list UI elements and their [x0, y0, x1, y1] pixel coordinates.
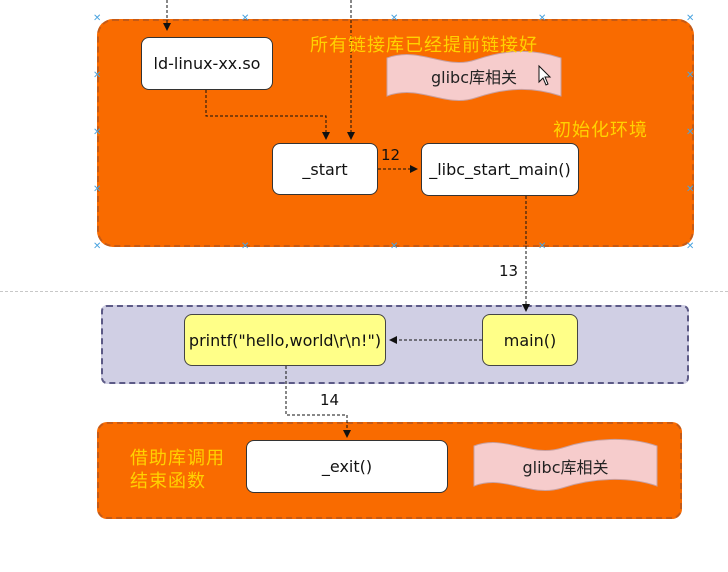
edge-label-12: 12: [381, 146, 401, 164]
edge-ld-to-start: [205, 90, 330, 140]
selection-handle[interactable]: ✕: [241, 13, 250, 24]
selection-handle[interactable]: ✕: [241, 241, 250, 252]
mouse-cursor-icon: [538, 64, 552, 86]
selection-handle[interactable]: ✕: [538, 13, 547, 24]
glibc-top-label: glibc库相关: [430, 68, 517, 87]
selection-handle[interactable]: ✕: [93, 70, 102, 81]
note-exit-line2: 结束函数: [130, 471, 206, 492]
glibc-bottom-label: glibc库相关: [522, 458, 609, 477]
selection-handle[interactable]: ✕: [93, 241, 102, 252]
edge-printf-to-exit: [285, 366, 351, 438]
selection-handle[interactable]: ✕: [390, 13, 399, 24]
edge-label-14: 14: [320, 391, 340, 409]
node-printf[interactable]: printf("hello,world\r\n!"): [184, 314, 386, 366]
node-ld-linux[interactable]: ld-linux-xx.so: [141, 37, 273, 90]
note-exit: 借助库调用 结束函数: [130, 447, 225, 493]
selection-handle[interactable]: ✕: [390, 241, 399, 252]
selection-handle[interactable]: ✕: [686, 241, 695, 252]
selection-handle[interactable]: ✕: [93, 184, 102, 195]
selection-handle[interactable]: ✕: [93, 13, 102, 24]
selection-handle[interactable]: ✕: [686, 184, 695, 195]
glibc-top-shape: [386, 51, 562, 102]
selection-handle[interactable]: ✕: [686, 70, 695, 81]
selection-handle[interactable]: ✕: [93, 127, 102, 138]
note-preload: 所有链接库已经提前链接好: [310, 35, 538, 56]
note-init-env: 初始化环境: [553, 120, 648, 141]
page-divider: [0, 291, 728, 292]
selection-handle[interactable]: ✕: [686, 13, 695, 24]
node-start[interactable]: _start: [272, 143, 378, 195]
glibc-bottom-shape: [473, 439, 658, 492]
node-main[interactable]: main(): [482, 314, 578, 366]
node-libc-start-main[interactable]: _libc_start_main(): [421, 143, 579, 196]
node-exit[interactable]: _exit(): [246, 440, 448, 493]
edge-label-13: 13: [499, 262, 519, 280]
selection-handle[interactable]: ✕: [538, 241, 547, 252]
note-exit-line1: 借助库调用: [130, 448, 225, 469]
selection-handle[interactable]: ✕: [686, 127, 695, 138]
